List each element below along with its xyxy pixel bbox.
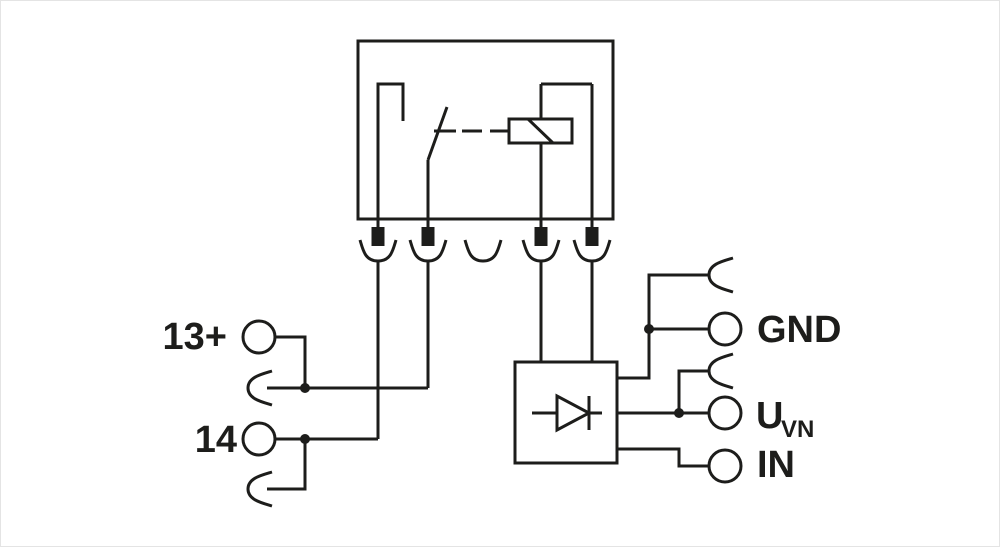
socket-contact-icon bbox=[463, 239, 503, 263]
wire-14-branch bbox=[267, 439, 307, 491]
switch-blade bbox=[426, 106, 449, 161]
relay-box bbox=[356, 39, 615, 221]
terminal-circle bbox=[707, 395, 743, 431]
terminal-circle bbox=[707, 448, 743, 484]
switch-contact-icon bbox=[426, 106, 509, 219]
terminal-label-uvn-subscript: VN bbox=[781, 416, 814, 443]
fixed-contact-lead bbox=[376, 82, 405, 219]
relay-coil-icon bbox=[507, 82, 594, 219]
terminal-14: 14 bbox=[195, 419, 277, 508]
wiring bbox=[267, 260, 709, 491]
terminal-circle bbox=[241, 421, 277, 457]
terminal-circle bbox=[241, 319, 277, 355]
coil-diagonal bbox=[526, 117, 555, 145]
spare-contact-icon bbox=[707, 352, 734, 390]
terminal-gnd: GND bbox=[707, 256, 841, 351]
terminal-label-in: IN bbox=[757, 444, 795, 486]
rectifier-outline bbox=[513, 360, 619, 465]
wire-13plus bbox=[275, 335, 307, 388]
spare-contact-icon bbox=[246, 470, 273, 508]
relay-outline bbox=[356, 39, 615, 221]
terminal-label-gnd: GND bbox=[757, 309, 841, 351]
terminal-circle bbox=[707, 311, 743, 347]
junction-dot bbox=[644, 324, 654, 334]
terminal-label-13plus: 13+ bbox=[163, 316, 227, 358]
terminal-13plus: 13+ bbox=[163, 316, 277, 407]
spare-contact-icon bbox=[707, 256, 734, 294]
wire-uvn-up bbox=[677, 369, 709, 413]
terminal-in: IN bbox=[707, 444, 795, 486]
plug-pin-icon bbox=[585, 219, 599, 246]
plug-pin-icon bbox=[534, 219, 548, 246]
junction-dot bbox=[300, 434, 310, 444]
wire-gnd-up bbox=[617, 273, 709, 380]
spare-contact-icon bbox=[246, 369, 273, 407]
diode-icon bbox=[532, 393, 602, 433]
rectifier-block bbox=[513, 360, 619, 465]
plug-pin-icon bbox=[421, 219, 435, 246]
plug-connector-row bbox=[358, 219, 612, 263]
terminal-label-uvn: U bbox=[756, 395, 783, 437]
junction-dot bbox=[300, 383, 310, 393]
plug-pin-icon bbox=[371, 219, 385, 246]
wire-in bbox=[617, 447, 709, 468]
junction-dot bbox=[674, 408, 684, 418]
terminal-uvn: U VN bbox=[707, 352, 814, 443]
terminal-label-14: 14 bbox=[195, 419, 237, 461]
